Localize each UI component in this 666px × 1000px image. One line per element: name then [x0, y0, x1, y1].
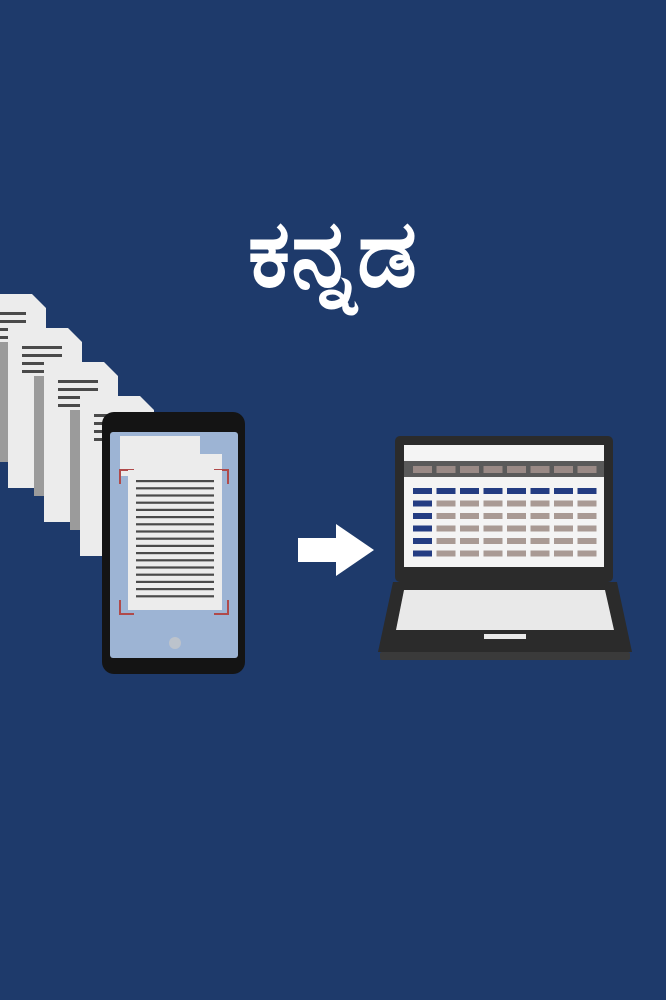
spreadsheet-cell: [577, 500, 597, 507]
document-text-line: [58, 388, 98, 391]
spreadsheet-cell: [507, 513, 526, 519]
shutter-button: [169, 637, 181, 649]
spreadsheet-cell: [436, 500, 456, 507]
spreadsheet: [404, 461, 604, 557]
spreadsheet-cell: [530, 488, 550, 494]
spreadsheet-cell: [413, 538, 432, 544]
scanned-text-line: [136, 573, 214, 576]
spreadsheet-cell: [460, 500, 479, 507]
document-text-line: [22, 346, 62, 349]
scanned-text-line: [136, 508, 214, 511]
document-text-line: [58, 396, 98, 399]
spreadsheet-cell: [577, 550, 597, 557]
scanned-text-line: [136, 494, 214, 497]
spreadsheet-cell: [554, 525, 573, 532]
document-text-line: [22, 370, 62, 373]
right-arrow-icon: [298, 524, 374, 576]
spreadsheet-cell: [554, 538, 573, 544]
laptop-spreadsheet-icon: [378, 436, 632, 660]
spreadsheet-cell: [460, 525, 479, 532]
spreadsheet-cell: [436, 513, 456, 519]
spreadsheet-cell: [460, 550, 479, 557]
spreadsheet-cell: [483, 513, 503, 519]
spreadsheet-cell: [554, 513, 573, 519]
scanned-text-line: [136, 537, 214, 540]
scanned-text-line: [136, 530, 214, 533]
spreadsheet-cell: [577, 513, 597, 519]
scanned-text-line: [136, 552, 214, 555]
scanned-text-line: [136, 595, 214, 598]
scanned-text-line: [136, 566, 214, 569]
document-text-line: [22, 354, 62, 357]
spreadsheet-cell: [413, 550, 432, 557]
spreadsheet-cell: [554, 550, 573, 557]
spreadsheet-cell: [530, 538, 550, 544]
spreadsheet-header-cell: [413, 466, 432, 473]
spreadsheet-header-cell: [483, 466, 503, 473]
spreadsheet-cell: [507, 525, 526, 532]
scanned-text-line: [136, 544, 214, 547]
spreadsheet-cell: [413, 488, 432, 494]
laptop-front-edge: [380, 652, 630, 660]
spreadsheet-cell: [530, 525, 550, 532]
document-text-line: [22, 362, 62, 365]
page-title: ಕನ್ನಡ: [247, 200, 419, 309]
spreadsheet-cell: [483, 538, 503, 544]
spreadsheet-cell: [530, 550, 550, 557]
document-text-line: [58, 404, 98, 407]
phone-scanner-icon: [102, 412, 245, 674]
document-text-line: [0, 320, 26, 323]
scanned-text-line: [136, 516, 214, 519]
scanned-text-line: [136, 523, 214, 526]
spreadsheet-cell: [436, 538, 456, 544]
spreadsheet-cell: [577, 488, 597, 494]
spreadsheet-cell: [507, 538, 526, 544]
documents-stack-icon: [0, 294, 154, 556]
spreadsheet-header-bar: [404, 461, 604, 477]
spreadsheet-cell: [507, 500, 526, 507]
scanned-text-line: [136, 487, 214, 490]
scanned-text-line: [136, 588, 214, 591]
spreadsheet-cell: [413, 500, 432, 507]
laptop-keyboard-deck: [396, 590, 614, 630]
spreadsheet-cell: [530, 513, 550, 519]
spreadsheet-cell: [507, 550, 526, 557]
spreadsheet-cell: [554, 488, 573, 494]
scanned-text-line: [136, 480, 214, 483]
spreadsheet-header-cell: [460, 466, 479, 473]
spreadsheet-header-cell: [530, 466, 550, 473]
spreadsheet-cell: [483, 500, 503, 507]
spreadsheet-cell: [460, 488, 479, 494]
scanned-text-line: [136, 501, 214, 504]
spreadsheet-cell: [436, 488, 456, 494]
laptop-trackpad: [484, 634, 526, 639]
scanned-text-line: [136, 580, 214, 583]
spreadsheet-header-cell: [577, 466, 597, 473]
spreadsheet-header-cell: [507, 466, 526, 473]
spreadsheet-header-cell: [554, 466, 573, 473]
spreadsheet-cell: [413, 525, 432, 532]
spreadsheet-cell: [483, 488, 503, 494]
spreadsheet-cell: [554, 500, 573, 507]
spreadsheet-cell: [577, 525, 597, 532]
spreadsheet-cell: [460, 538, 479, 544]
spreadsheet-cell: [483, 525, 503, 532]
spreadsheet-cell: [460, 513, 479, 519]
spreadsheet-cell: [507, 488, 526, 494]
spreadsheet-cell: [577, 538, 597, 544]
spreadsheet-cell: [530, 500, 550, 507]
document-text-line: [0, 312, 26, 315]
scanned-page-lines: [136, 480, 214, 598]
spreadsheet-cell: [436, 525, 456, 532]
document-text-line: [58, 380, 98, 383]
scanned-page: [128, 470, 222, 610]
spreadsheet-cell: [413, 513, 432, 519]
spreadsheet-cell: [483, 550, 503, 557]
spreadsheet-header-cell: [436, 466, 456, 473]
scanned-text-line: [136, 559, 214, 562]
spreadsheet-cell: [436, 550, 456, 557]
